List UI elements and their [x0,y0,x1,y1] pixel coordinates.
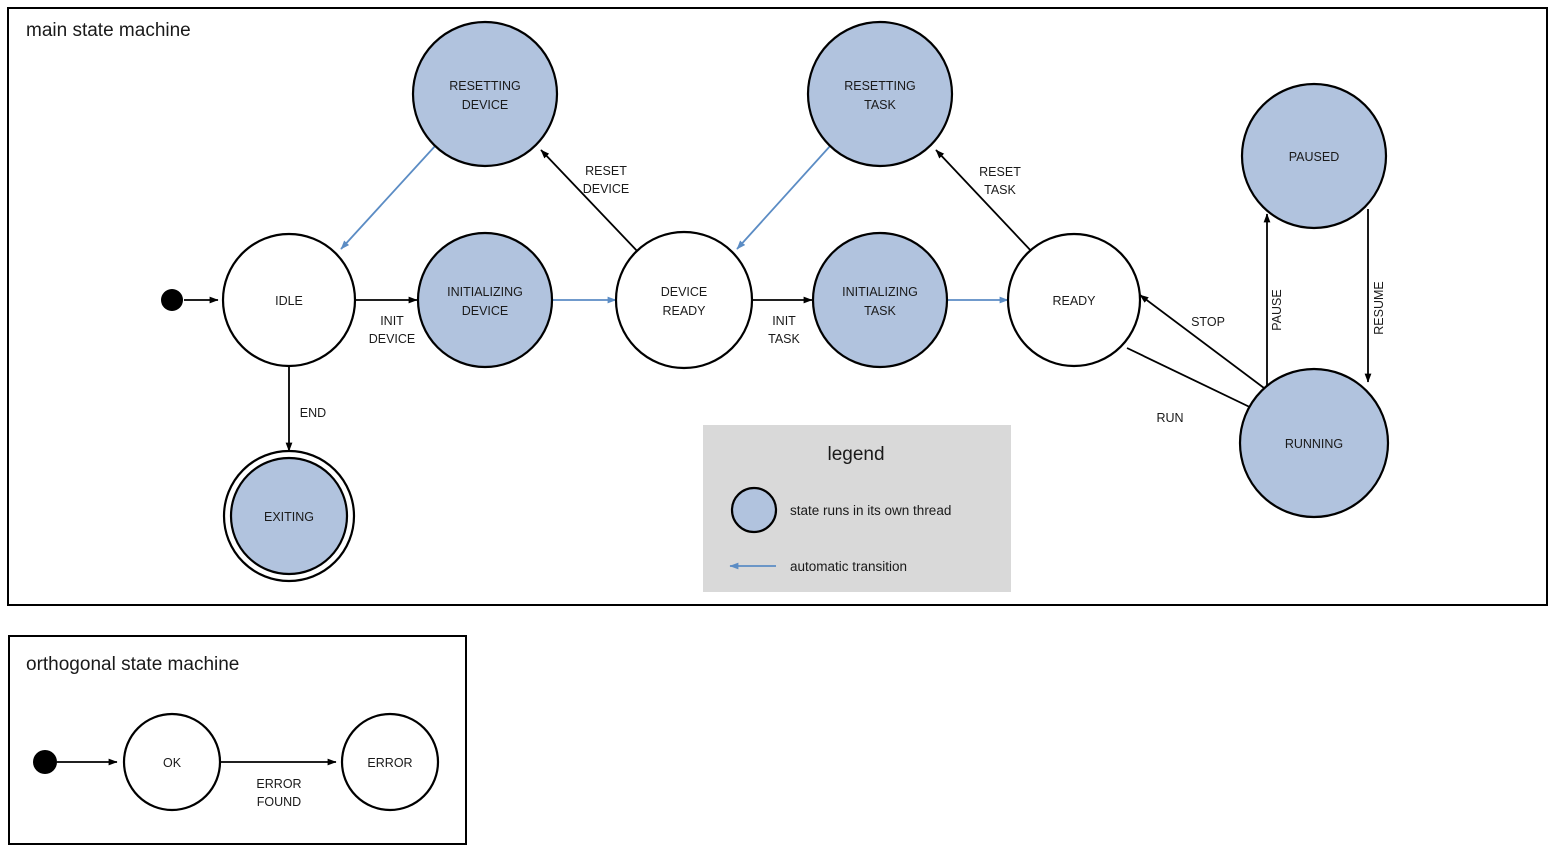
state-resetting-task[interactable]: RESETTING TASK [806,20,954,168]
transition-pause[interactable]: PAUSE [1263,213,1284,404]
main-state-machine-frame: main state machine [7,7,1548,606]
orthogonal-state-machine-frame: orthogonal state machine ERROR FOUND OK … [8,635,467,845]
transition-auto-reset-idle[interactable] [340,144,437,250]
transition-reset-task-label-1: RESET [979,165,1021,179]
transition-end[interactable]: END [285,365,326,452]
legend: legend state runs in its own thread auto… [703,425,1011,592]
legend-item-thread: state runs in its own thread [730,486,951,534]
transition-resume-label: RESUME [1372,281,1386,334]
transition-stop[interactable]: STOP [1139,294,1269,392]
transition-run[interactable]: RUN [1126,347,1259,425]
transition-error-found-label-1: ERROR [256,777,301,791]
state-exiting-label: EXITING [264,510,314,524]
transition-init-device-label-1: INIT [380,314,404,328]
legend-title: legend [827,444,884,465]
state-ok[interactable]: OK [122,712,222,812]
state-resetting-device-label-2: DEVICE [462,98,509,112]
state-ready[interactable]: READY [1006,232,1142,368]
transition-error-found[interactable]: ERROR FOUND [221,758,337,809]
transition-run-label: RUN [1156,411,1183,425]
transition-init-device[interactable]: INIT DEVICE [355,296,418,346]
transition-auto-reset-device-ready-line [736,144,832,250]
state-initializing-device[interactable]: INITIALIZING DEVICE [416,231,554,369]
state-device-ready-label-1: DEVICE [661,285,708,299]
state-running[interactable]: RUNNING [1238,367,1390,519]
transitions-layer: INIT DEVICE END RESET DEVICE [184,144,1386,452]
transition-reset-task[interactable]: RESET TASK [935,149,1035,255]
state-initializing-task-label-1: INITIALIZING [842,285,918,299]
transition-reset-task-label-2: TASK [984,183,1016,197]
transition-init-task-label-2: TASK [768,332,800,346]
transition-stop-line [1139,294,1269,392]
state-idle[interactable]: IDLE [221,232,357,368]
transition-run-line [1126,347,1259,412]
transition-stop-label: STOP [1191,315,1225,329]
legend-item-thread-label: state runs in its own thread [790,503,951,518]
transition-reset-task-line [935,149,1035,255]
state-error-label: ERROR [367,756,412,770]
state-ready-label: READY [1052,294,1096,308]
state-exiting[interactable]: EXITING [222,449,356,583]
state-paused[interactable]: PAUSED [1240,82,1388,230]
state-error[interactable]: ERROR [340,712,440,812]
state-paused-label: PAUSED [1289,150,1339,164]
states-layer: IDLE RESETTING DEVICE INITIALIZING DEVIC… [161,20,1390,583]
transition-error-found-label-2: FOUND [257,795,301,809]
state-exiting-inner-circle [229,456,349,576]
state-initializing-device-label-1: INITIALIZING [447,285,523,299]
transition-reset-device-label-1: RESET [585,164,627,178]
initial-state-dot[interactable] [161,289,183,311]
legend-item-automatic: automatic transition [729,559,907,574]
transition-init-task[interactable]: INIT TASK [752,296,813,346]
transition-auto-reset-idle-line [340,144,437,250]
state-ok-label: OK [163,756,182,770]
transition-reset-device-label-2: DEVICE [583,182,630,196]
state-device-ready[interactable]: DEVICE READY [614,230,754,370]
state-running-label: RUNNING [1285,437,1343,451]
transition-init-device-label-2: DEVICE [369,332,416,346]
orthogonal-frame-title: orthogonal state machine [26,654,239,675]
state-initializing-task-label-2: TASK [864,304,896,318]
legend-item-automatic-label: automatic transition [790,559,907,574]
state-idle-label: IDLE [275,294,303,308]
main-frame-title: main state machine [26,20,191,41]
state-initializing-task[interactable]: INITIALIZING TASK [811,231,949,369]
orthogonal-initial-state-dot[interactable] [33,750,57,774]
state-initializing-device-label-2: DEVICE [462,304,509,318]
transition-init-task-label-1: INIT [772,314,796,328]
state-device-ready-label-2: READY [662,304,706,318]
state-resetting-task-label-2: TASK [864,98,896,112]
state-resetting-task-label-1: RESETTING [844,79,916,93]
transition-reset-device[interactable]: RESET DEVICE [540,149,641,255]
legend-thread-swatch-icon [730,486,778,534]
orthogonal-frame-border [8,635,467,845]
transition-pause-label: PAUSE [1270,289,1284,330]
main-frame-border [7,7,1548,606]
transition-resume[interactable]: RESUME [1364,209,1386,383]
transition-auto-reset-device-ready[interactable] [736,144,832,250]
transition-reset-device-line [540,149,641,255]
state-resetting-device[interactable]: RESETTING DEVICE [411,20,559,168]
state-resetting-device-label-1: RESETTING [449,79,521,93]
transition-end-label: END [300,406,326,420]
